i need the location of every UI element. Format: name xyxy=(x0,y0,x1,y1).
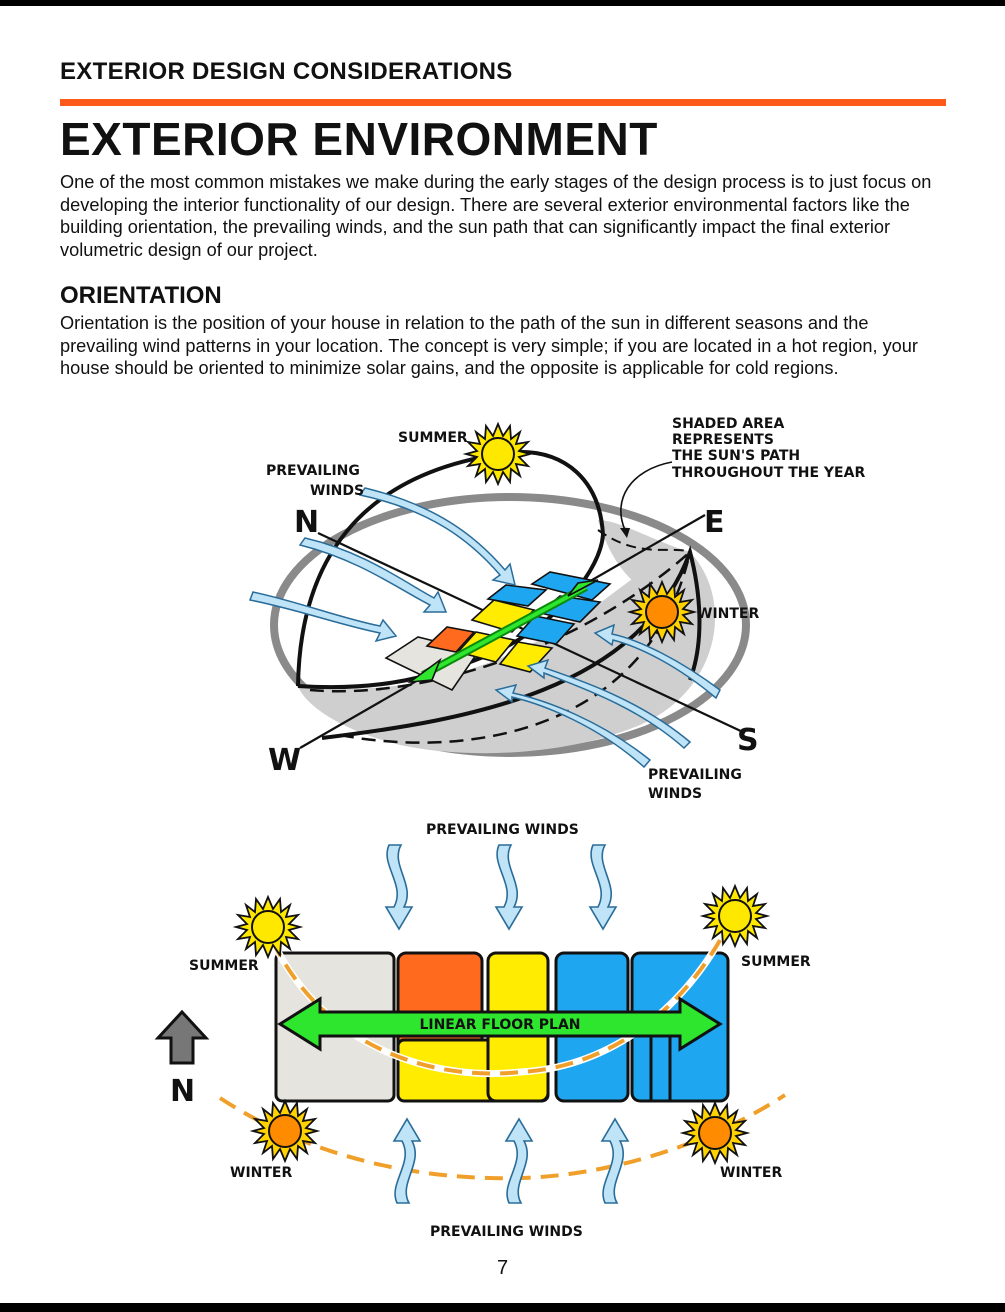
shaded-area-label-3: THE SUN'S PATH xyxy=(672,448,800,464)
shaded-area-label-2: REPRESENTS xyxy=(672,432,774,448)
floor-plan-3d xyxy=(384,571,612,692)
site-orientation-diagram: SUMMER PREVAILING WINDS SHADED AREA REPR… xyxy=(248,416,865,802)
winter-sun-icon xyxy=(629,581,695,643)
prevailing-winds-top-label: PREVAILING WINDS xyxy=(426,822,579,838)
prevailing-winds-label-4: WINDS xyxy=(648,786,702,802)
top-border xyxy=(0,0,1005,6)
linear-floor-plan-arrow: LINEAR FLOOR PLAN xyxy=(277,996,723,1052)
section-label: EXTERIOR DESIGN CONSIDERATIONS xyxy=(60,58,513,85)
wind-arrow-up-1 xyxy=(393,1118,421,1204)
orange-divider xyxy=(60,99,946,106)
shaded-area-label-4: THROUGHOUT THE YEAR xyxy=(672,465,865,481)
north-label: N xyxy=(294,505,319,540)
south-label: S xyxy=(737,723,759,758)
winter-sun-left-icon xyxy=(252,1100,318,1162)
wind-arrow-up-2 xyxy=(505,1118,533,1204)
summer-left-label: SUMMER xyxy=(189,958,259,974)
prevailing-winds-label-3: PREVAILING xyxy=(648,767,742,783)
bottom-border xyxy=(0,1303,1005,1312)
winter-left-label: WINTER xyxy=(230,1165,292,1181)
winter-sun-right-icon xyxy=(682,1102,748,1164)
winter-right-label: WINTER xyxy=(720,1165,782,1181)
west-label: W xyxy=(268,743,301,778)
summer-label: SUMMER xyxy=(398,430,468,446)
summer-right-label: SUMMER xyxy=(741,954,811,970)
wind-arrows-top xyxy=(248,487,721,769)
north-arrow-label: N xyxy=(170,1074,195,1109)
shaded-area-label-1: SHADED AREA xyxy=(672,416,784,432)
page-number: 7 xyxy=(496,1257,509,1279)
page-title: EXTERIOR ENVIRONMENT xyxy=(60,113,658,165)
prevailing-winds-bottom-label: PREVAILING WINDS xyxy=(430,1224,583,1240)
wind-arrow-down-1 xyxy=(385,844,413,930)
wind-arrow-down-2 xyxy=(495,844,523,930)
wind-arrow-down-3 xyxy=(589,844,617,930)
summer-sun-right-icon xyxy=(702,885,768,947)
intro-paragraph: One of the most common mistakes we make … xyxy=(60,172,932,260)
summer-sun-left-icon xyxy=(235,896,301,958)
north-arrow-icon: N xyxy=(154,1009,210,1109)
east-label: E xyxy=(704,505,725,540)
prevailing-winds-label-2: WINDS xyxy=(310,483,364,499)
orientation-paragraph: Orientation is the position of your hous… xyxy=(60,313,918,379)
floor-plan-diagram: PREVAILING WINDS LINEAR FLOOR PLAN SUMME… xyxy=(154,822,811,1240)
linear-floor-plan-label: LINEAR FLOOR PLAN xyxy=(419,1017,580,1033)
orientation-heading: ORIENTATION xyxy=(60,282,222,309)
prevailing-winds-label-1: PREVAILING xyxy=(266,463,360,479)
winter-label: WINTER xyxy=(697,606,759,622)
wind-arrow-up-3 xyxy=(601,1118,629,1204)
summer-sun-icon xyxy=(465,423,531,485)
